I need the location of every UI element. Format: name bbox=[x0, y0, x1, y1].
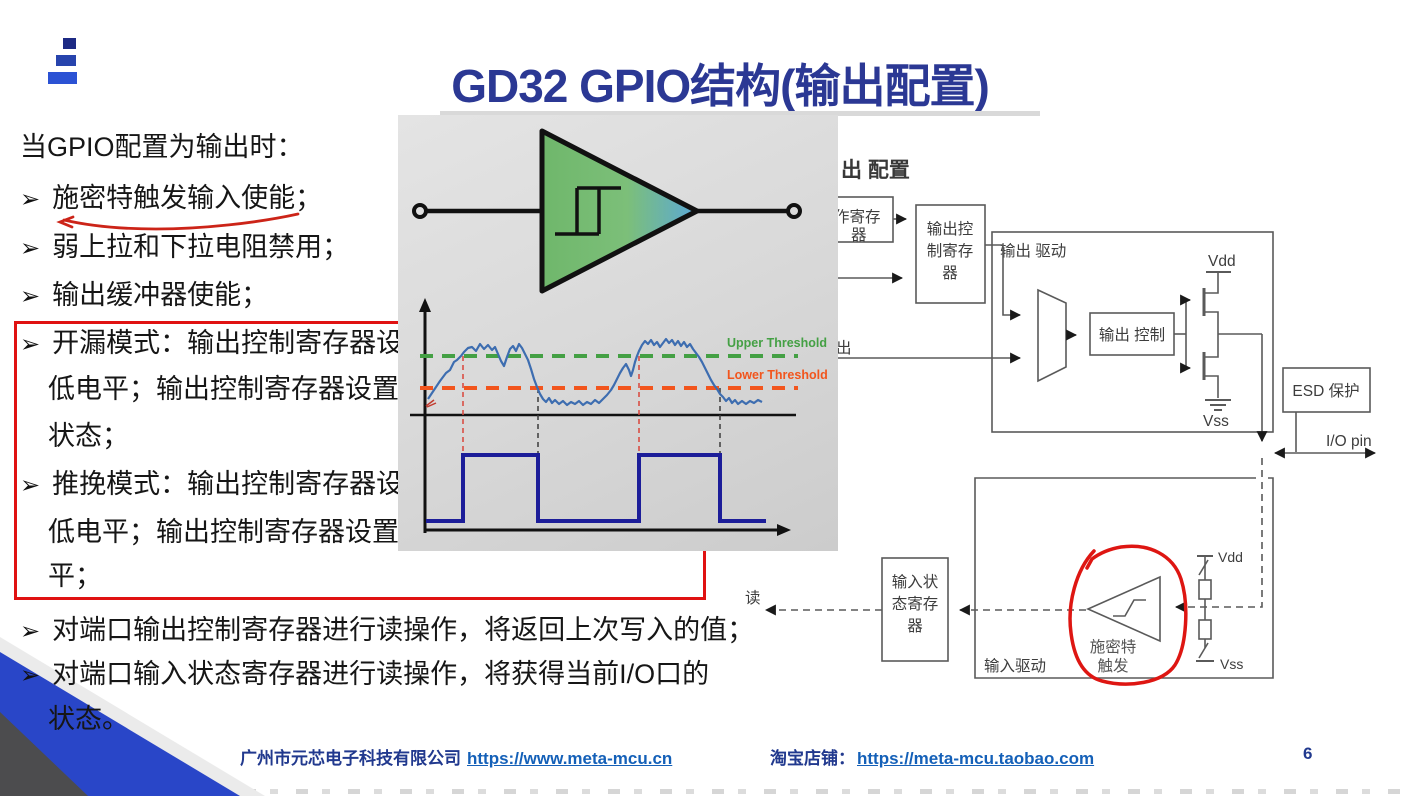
bullet-push-pull-line3: 平； bbox=[48, 561, 102, 591]
hysteresis-glyph bbox=[1113, 599, 1146, 617]
svg-text:输出 控制: 输出 控制 bbox=[1099, 326, 1165, 344]
bottom-cutoff-text-strip bbox=[140, 789, 1410, 794]
dashed-io-to-schmitt bbox=[1174, 458, 1263, 613]
page-title: GD32 GPIO结构(输出配置) bbox=[451, 60, 990, 112]
bullet-push-pull-line1: ➢ 推挽模式：输出控制寄存器设 bbox=[20, 468, 403, 502]
bullet-text: 弱上拉和下拉电阻禁用； bbox=[52, 232, 350, 262]
red-underline-annotation bbox=[56, 212, 300, 231]
pull-resistors: Vdd Vss bbox=[1196, 549, 1243, 672]
mux-shape bbox=[1037, 288, 1067, 383]
footer-company: 广州市元芯电子科技有限公司 https://www.meta-mcu.cn bbox=[240, 744, 672, 769]
svg-text:态寄存: 态寄存 bbox=[892, 595, 939, 613]
footer-taobao: 淘宝店铺：https://meta-mcu.taobao.com bbox=[770, 744, 1094, 769]
bullet-text: 输出缓冲器使能； bbox=[52, 280, 269, 310]
bullet-buffer: ➢ 输出缓冲器使能； bbox=[20, 279, 268, 313]
bullet-schmitt: ➢ 施密特触发输入使能； bbox=[20, 182, 322, 216]
bullet-open-drain-line2: 低电平；输出控制寄存器设置 bbox=[48, 374, 399, 404]
figure-top-edge bbox=[440, 111, 1040, 116]
input-state-register-box bbox=[881, 557, 949, 662]
bullet-text: 对端口输出控制寄存器进行读操作，将返回上次写入的值； bbox=[52, 615, 755, 645]
bullet-arrow-icon: ➢ bbox=[20, 472, 41, 499]
svg-text:制寄存: 制寄存 bbox=[927, 242, 974, 260]
bullet-push-pull-line2: 低电平；输出控制寄存器设置 bbox=[48, 517, 399, 547]
x-axis-arrow-icon bbox=[777, 524, 791, 536]
page-number: 6 bbox=[1303, 744, 1313, 763]
schmitt-figure: Upper Threshold Lower Threshold bbox=[398, 115, 838, 551]
vss-label-2: Vss bbox=[1220, 656, 1243, 672]
vdd-label: Vdd bbox=[1208, 253, 1236, 270]
schmitt-waveform-plot: Upper Threshold Lower Threshold bbox=[410, 128, 828, 536]
svg-text:输入状: 输入状 bbox=[892, 573, 939, 591]
intro-line: 当GPIO配置为输出时： bbox=[20, 132, 304, 162]
bullet-read-output: ➢ 对端口输出控制寄存器进行读操作，将返回上次写入的值； bbox=[20, 614, 754, 648]
hysteresis-glyph bbox=[555, 186, 621, 236]
bullet-read-input: ➢ 对端口输入状态寄存器进行读操作，将获得当前I/O口的 bbox=[20, 658, 709, 692]
company-name: 广州市元芯电子科技有限公司 bbox=[240, 749, 461, 768]
svg-text:触发: 触发 bbox=[1097, 657, 1128, 675]
bullet-arrow-icon: ➢ bbox=[20, 618, 41, 645]
bullet-open-drain-line1: ➢ 开漏模式：输出控制寄存器设 bbox=[20, 327, 403, 361]
bullet-text: 施密特触发输入使能； bbox=[52, 183, 323, 213]
output-terminal-icon bbox=[786, 203, 802, 219]
bullet-arrow-icon: ➢ bbox=[20, 662, 41, 689]
waveform-axes bbox=[410, 298, 796, 536]
svg-text:施密特: 施密特 bbox=[1090, 638, 1137, 656]
upper-threshold-label: Upper Threshold bbox=[727, 336, 827, 350]
out-signal-label: 出 bbox=[836, 339, 852, 357]
bullet-pullup: ➢ 弱上拉和下拉电阻禁用； bbox=[20, 231, 349, 265]
gpio-block-diagram: 出 配置 作寄存 器 输出控 制寄存 器 输出 驱动 出 输出 控制 bbox=[745, 159, 1377, 686]
svg-text:ESD 保护: ESD 保护 bbox=[1292, 382, 1359, 400]
bullet-text: 对端口输入状态寄存器进行读操作，将获得当前I/O口的 bbox=[52, 659, 710, 689]
output-drive-label: 输出 驱动 bbox=[1000, 242, 1066, 260]
input-drive-box bbox=[974, 477, 1274, 679]
schmitt-buffer-symbol bbox=[412, 128, 802, 294]
company-url-link[interactable]: https://www.meta-mcu.cn bbox=[467, 749, 673, 768]
svg-text:输出控: 输出控 bbox=[927, 220, 974, 238]
bullet-arrow-icon: ➢ bbox=[20, 283, 41, 310]
ground-icon bbox=[1205, 399, 1231, 411]
bit-operate-register-label2: 器 bbox=[851, 227, 867, 244]
cmos-output-transistors: Vdd Vss bbox=[1174, 253, 1236, 430]
bullet-arrow-icon: ➢ bbox=[20, 331, 41, 358]
vdd-label-2: Vdd bbox=[1218, 549, 1243, 565]
bullet-arrow-icon: ➢ bbox=[20, 235, 41, 262]
output-control-register-box bbox=[915, 204, 986, 304]
bullet-read-input-line2: 状态。 bbox=[48, 704, 129, 734]
bullet-text: 开漏模式：输出控制寄存器设 bbox=[52, 328, 404, 358]
schmitt-trigger-symbol bbox=[1086, 575, 1161, 643]
threshold-labels: Upper Threshold Lower Threshold bbox=[727, 336, 828, 382]
esd-protection-box bbox=[1282, 367, 1371, 413]
buffer-triangle bbox=[539, 128, 700, 294]
vss-label: Vss bbox=[1203, 413, 1229, 430]
output-drive-box bbox=[991, 231, 1274, 433]
input-terminal-icon bbox=[412, 203, 428, 219]
input-drive-label: 输入驱动 bbox=[984, 657, 1046, 675]
red-tick-annotation bbox=[425, 399, 437, 408]
bullet-arrow-icon: ➢ bbox=[20, 186, 41, 213]
taobao-url-link[interactable]: https://meta-mcu.taobao.com bbox=[857, 749, 1095, 768]
logo-bar-medium bbox=[56, 55, 76, 66]
taobao-label: 淘宝店铺： bbox=[770, 749, 855, 768]
bullet-open-drain-line3: 状态； bbox=[48, 421, 129, 451]
bullet-text: 推挽模式：输出控制寄存器设 bbox=[52, 469, 404, 499]
io-pin-label: I/O pin bbox=[1326, 433, 1372, 450]
svg-text:器: 器 bbox=[942, 265, 958, 282]
bit-operate-register-label: 作寄存 bbox=[834, 208, 881, 226]
wire-reg-to-mux bbox=[985, 244, 1022, 321]
diagram-section-title: 出 配置 bbox=[841, 159, 910, 182]
read-label: 读 bbox=[745, 589, 761, 607]
svg-text:器: 器 bbox=[907, 618, 923, 635]
lower-threshold-label: Lower Threshold bbox=[727, 368, 828, 382]
red-circle-annotation bbox=[1068, 544, 1188, 686]
y-axis-arrow-icon bbox=[419, 298, 431, 312]
logo-bar-small bbox=[63, 38, 76, 49]
logo-bar-large bbox=[48, 72, 77, 84]
